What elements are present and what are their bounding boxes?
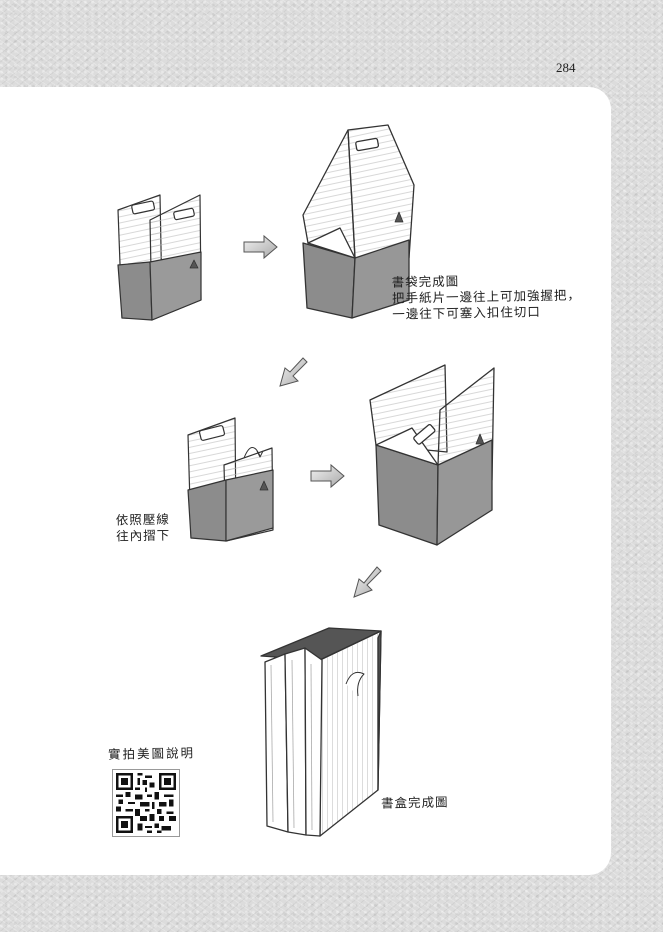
fold-note: 依照壓線 往內摺下 <box>116 512 171 545</box>
bag-complete-line1: 把手紙片一邊往上可加強握把， <box>391 287 582 306</box>
arrow-icon <box>310 463 345 489</box>
step3-fold-illustration <box>187 417 274 542</box>
step1-sheet-illustration <box>117 194 202 321</box>
qr-code-graphic <box>116 773 176 833</box>
arrow-icon <box>279 357 308 387</box>
page-number: 284 <box>556 60 576 75</box>
fold-line2: 往內摺下 <box>116 527 171 544</box>
step2-bag-illustration <box>302 124 415 319</box>
step4-open-box-illustration <box>369 364 495 546</box>
qr-code-icon[interactable] <box>112 769 180 837</box>
box-complete-note: 書盒完成圖 <box>380 794 449 811</box>
bag-complete-line2: 一邊往下可塞入扣住切口 <box>392 304 541 322</box>
bag-complete-note: 書袋完成圖 把手紙片一邊往上可加強握把， 一邊往下可塞入扣住切口 <box>392 271 582 322</box>
fold-line1: 依照壓線 <box>115 511 170 528</box>
qr-caption: 實拍美圖說明 <box>107 745 196 762</box>
step5-book-box-illustration <box>260 627 382 837</box>
arrow-icon <box>353 566 382 598</box>
arrow-icon <box>243 234 278 260</box>
